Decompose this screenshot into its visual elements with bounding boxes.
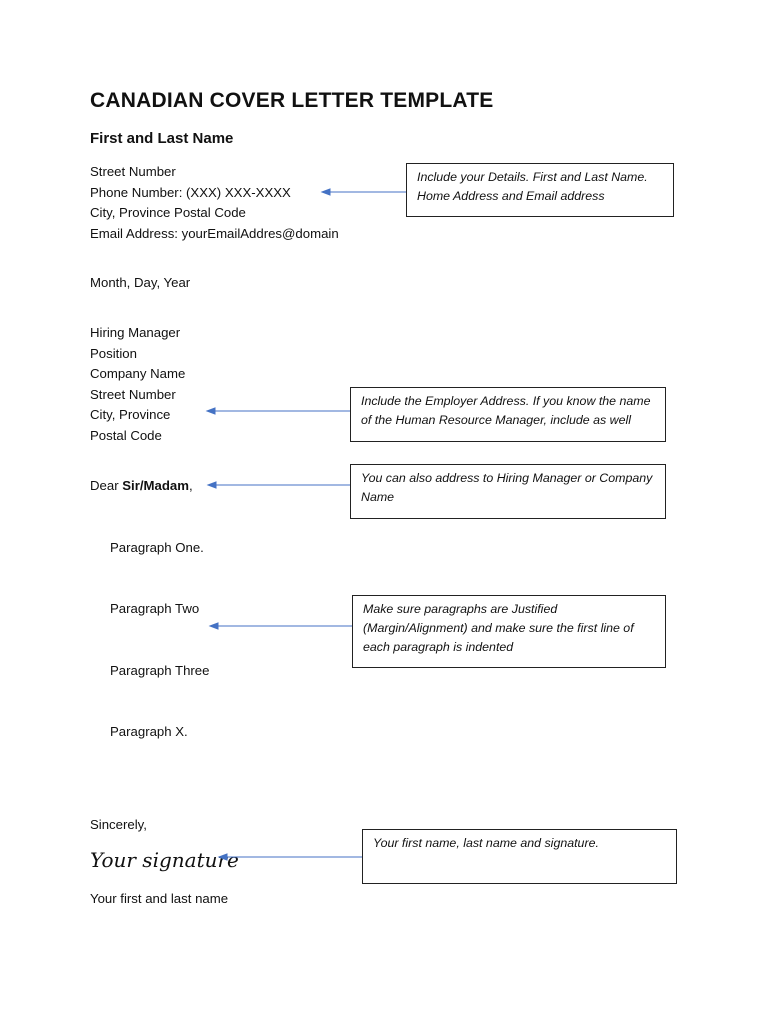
- salutation-suffix: ,: [188, 478, 193, 493]
- paragraph-two: Paragraph Two: [110, 601, 200, 616]
- note-employer: Include the Employer Address. If you kno…: [350, 387, 666, 442]
- arrow-signature-head: [217, 853, 228, 861]
- document-title: CANADIAN COVER LETTER TEMPLATE: [90, 89, 494, 112]
- employer-company: Company Name: [90, 366, 186, 381]
- note-paragraphs: Make sure paragraphs are Justified (Marg…: [352, 595, 666, 668]
- applicant-address-block: Street Number Phone Number: (XXX) XXX-XX…: [90, 162, 339, 244]
- signed-name: Your first and last name: [90, 891, 229, 906]
- note-salutation: You can also address to Hiring Manager o…: [350, 464, 666, 519]
- paragraph-three: Paragraph Three: [110, 663, 210, 678]
- arrow-salutation-head: [206, 481, 217, 489]
- applicant-street: Street Number: [90, 164, 176, 179]
- employer-position: Position: [90, 345, 137, 361]
- employer-address-block: Hiring Manager Position Company Name Str…: [90, 323, 185, 446]
- signature: Your signature: [90, 848, 239, 872]
- employer-city: City, Province: [90, 407, 171, 422]
- applicant-city: City, Province Postal Code: [90, 205, 246, 220]
- employer-hiring-manager: Hiring Manager: [90, 325, 181, 340]
- applicant-email: Email Address: yourEmailAddres@domain: [90, 225, 339, 241]
- salutation: Dear Sir/Madam,: [90, 476, 193, 497]
- letter-date: Month, Day, Year: [90, 275, 191, 290]
- arrow-details-head: [320, 188, 331, 196]
- arrow-employer-head: [205, 407, 216, 415]
- employer-postal: Postal Code: [90, 427, 162, 443]
- salutation-name: Sir/Madam: [122, 478, 189, 493]
- salutation-prefix: Dear: [90, 478, 123, 493]
- applicant-phone: Phone Number: (XXX) XXX-XXXX: [90, 184, 291, 200]
- applicant-name: First and Last Name: [90, 130, 234, 147]
- arrow-paragraphs-head: [208, 622, 219, 630]
- note-signature: Your first name, last name and signature…: [362, 829, 677, 884]
- paragraph-one: Paragraph One.: [110, 540, 204, 555]
- note-details: Include your Details. First and Last Nam…: [406, 163, 674, 217]
- closing: Sincerely,: [90, 817, 147, 832]
- employer-street: Street Number: [90, 386, 176, 402]
- paragraph-x: Paragraph X.: [110, 724, 188, 739]
